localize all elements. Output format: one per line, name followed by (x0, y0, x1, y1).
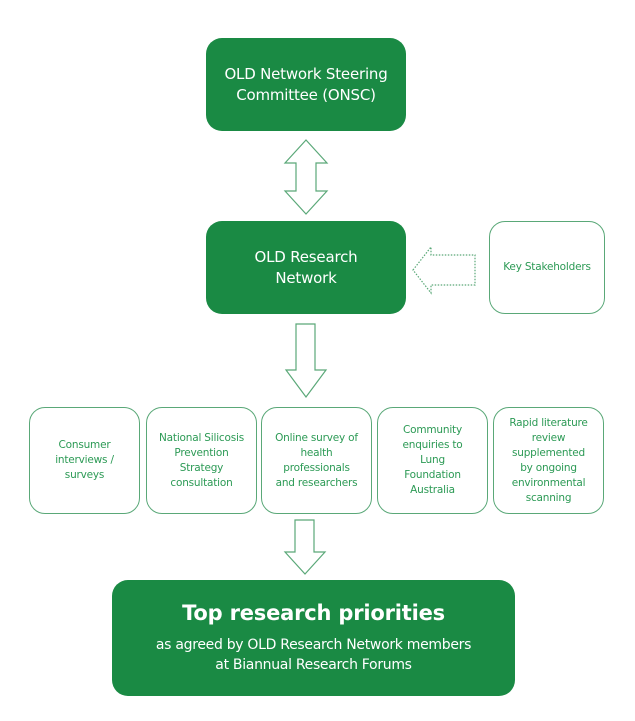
source-box-silicosis-strategy: National Silicosis Prevention Strategy c… (146, 407, 257, 514)
key-stakeholders-box: Key Stakeholders (489, 221, 605, 314)
source-line: environmental (511, 476, 586, 489)
down-arrow-icon (283, 519, 327, 575)
research-network-line1: OLD Research (254, 247, 358, 266)
source-box-consumer-interviews: Consumer interviews / surveys (29, 407, 140, 514)
source-line: review (531, 431, 566, 444)
dotted-left-arrow-icon (412, 245, 476, 295)
source-line: National Silicosis (159, 431, 244, 444)
source-line: consultation (170, 476, 233, 489)
source-line: professionals (283, 461, 350, 474)
source-line: Community (403, 424, 462, 436)
source-box-community-enquiries: Community enquiries to Lung Foundation A… (377, 407, 488, 514)
source-line: Strategy (179, 461, 224, 474)
source-line: Lung (420, 454, 445, 466)
source-line: enquiries to (402, 439, 463, 451)
source-box-online-survey: Online survey of health professionals an… (261, 407, 372, 514)
source-line: Online survey of (275, 431, 358, 444)
source-line: Prevention (174, 446, 229, 459)
source-line: Foundation (404, 469, 461, 481)
priorities-title: Top research priorities (182, 601, 445, 625)
source-line: by ongoing (520, 461, 577, 474)
source-line: Australia (410, 484, 455, 496)
source-line: Rapid literature (509, 416, 588, 429)
steering-committee-line2: Committee (ONSC) (236, 85, 376, 104)
key-stakeholders-label: Key Stakeholders (503, 261, 591, 273)
source-line: interviews / (55, 454, 114, 466)
priorities-subtitle-line1: as agreed by OLD Research Network member… (155, 637, 472, 653)
source-line: supplemented (511, 446, 586, 459)
top-priorities-box: Top research priorities as agreed by OLD… (112, 580, 515, 696)
source-line: and researchers (275, 476, 358, 489)
research-network-line2: Network (275, 268, 337, 287)
source-line: health (300, 446, 333, 459)
steering-committee-box: OLD Network Steering Committee (ONSC) (206, 38, 406, 131)
source-box-literature-review: Rapid literature review supplemented by … (493, 407, 604, 514)
down-arrow-icon (284, 323, 328, 399)
steering-committee-line1: OLD Network Steering (224, 64, 388, 83)
research-network-box: OLD Research Network (206, 221, 406, 314)
source-line: scanning (525, 491, 572, 504)
source-line: surveys (64, 469, 105, 481)
source-line: Consumer (58, 439, 111, 451)
priorities-subtitle-line2: at Biannual Research Forums (215, 657, 412, 673)
double-arrow-icon (283, 139, 329, 215)
